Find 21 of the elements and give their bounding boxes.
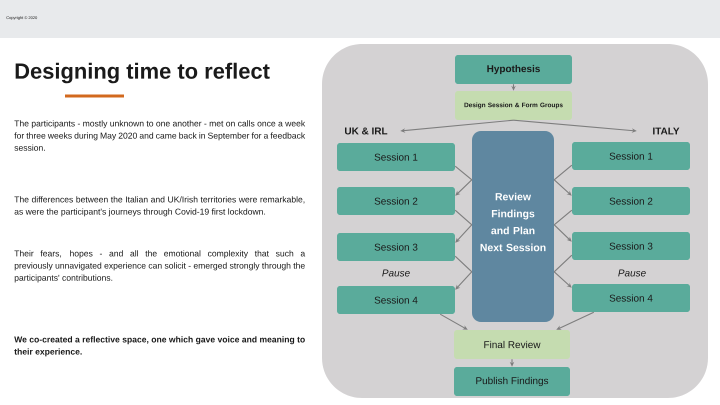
session-box: Session 1 <box>572 142 690 170</box>
paragraph: Their fears, hopes - and all the emotional complexity that such a previously unnavigated experience can solicit - emerged strongly through the participants' contributions. <box>14 250 306 282</box>
process-box: Hypothesis <box>455 55 572 84</box>
process-box: Final Review <box>454 330 570 359</box>
session-box: Session 4 <box>572 284 690 312</box>
session-box: Session 1 <box>337 143 455 171</box>
pause-label: Pause <box>618 270 646 276</box>
group-label: ITALY <box>653 128 680 134</box>
paragraph: The differences between the Italian and UK/Irish territories were remarkable, as were the participant's journeys through Covid-19 first lockdown. <box>14 196 304 216</box>
session-box: Session 2 <box>572 187 690 215</box>
paragraph: The participants - mostly unknown to one another - met on calls once a week for three weeks during May 2020 and came back in September for a feedback session. <box>14 120 306 151</box>
session-box: Session 3 <box>572 232 690 260</box>
session-box: Publish Findings <box>454 367 570 396</box>
session-box: Session 3 <box>337 233 455 261</box>
title: Designing time to reflect <box>16 62 270 84</box>
paragraph: We co-created a reflective space, one which gave voice and meaning to their experience. <box>14 336 305 356</box>
review-box: Review Findings and Plan Next Session <box>472 131 554 322</box>
session-box: Session 2 <box>337 187 455 215</box>
session-box: Session 4 <box>337 286 455 314</box>
pause-label: Pause <box>382 270 410 276</box>
group-label: UK & IRL <box>345 128 388 134</box>
